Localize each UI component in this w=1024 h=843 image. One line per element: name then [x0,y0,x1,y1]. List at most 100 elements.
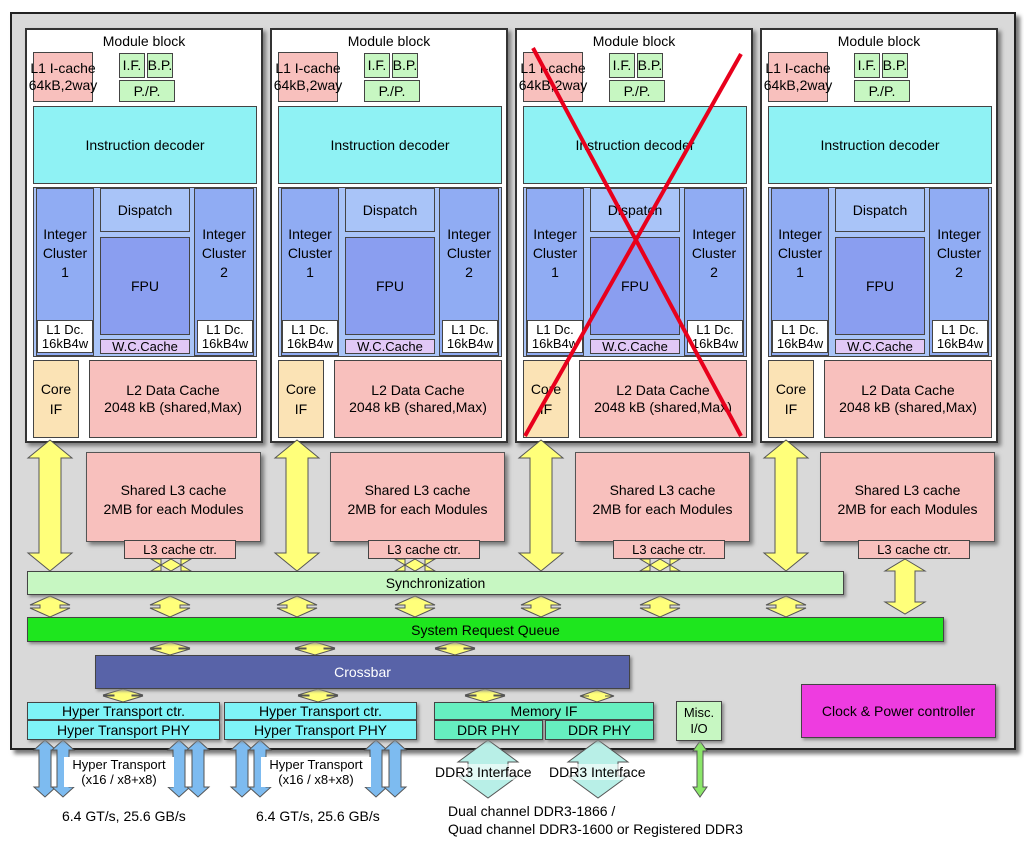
ht-link-2-width: (x16 / x8+x8) [278,772,354,787]
l3-cache-ctr-label: L3 cache ctr. [632,542,706,557]
ddr-phy-1: DDR PHY [434,720,543,740]
dispatch: Dispatch [100,188,190,232]
sync-srq-arrow-2 [149,595,191,618]
fpu: FPU [345,237,435,335]
memory-if-label: Memory IF [510,703,578,719]
wc-cache-text-1: W.C.Cache [357,339,423,354]
sync-srq-arrow-7 [765,595,807,618]
l2-data-cache-text-1: L2 Data Cache [371,382,465,398]
module-sync-arrow-1 [26,439,74,572]
wc-cache-text-1: W.C.Cache [602,339,668,354]
fpu: FPU [100,237,190,335]
l2-data-cache-text-1: L2 Data Cache [616,382,710,398]
ht-phy-2: Hyper Transport PHY [224,720,417,740]
module-title: Module block [347,33,431,49]
ddr3-interface-1: DDR3 Interface [435,764,532,780]
l1-dcache-2-text-1: L1 Dc. 16kB4w [201,321,249,351]
integer-cluster-2-label: Integer Cluster 2 [194,226,254,280]
ht-link-1-width: (x16 / x8+x8) [81,772,157,787]
ddr3-interface-2: DDR3 Interface [549,764,646,780]
synchronization-bar: Synchronization [27,571,844,595]
sync-srq-arrow-6 [639,595,681,618]
l1-dcache-1: L1 Dc. 16kB4w [37,320,93,353]
core-if-text: Core IF [775,381,807,417]
l1-dcache-2: L1 Dc. 16kB4w [932,320,988,353]
ht-speed-2: 6.4 GT/s, 25.6 GB/s [256,808,380,824]
ht-phy-1: Hyper Transport PHY [27,720,220,740]
crossbar-label: Crossbar [334,664,391,680]
ht-ctr-1: Hyper Transport ctr. [27,702,220,720]
fpu: FPU [835,237,925,335]
l1-icache-text-1: L1 I-cache [765,60,831,76]
predecode: P./P. [364,80,420,102]
ht-link-2-name: Hyper Transport [269,757,363,772]
ht2-link-arrow-1 [229,739,255,798]
l2-data-cache-text-2: 2048 kB (shared,Max) [349,399,487,415]
branch-prediction-text-1: B.P. [147,57,173,73]
integer-cluster-1-label: Integer Cluster 1 [771,226,829,280]
predecode: P./P. [854,80,910,102]
l3-cache-ctr-1: L3 cache ctr. [124,540,236,559]
module-title: Module block [837,33,921,49]
instruction-fetch: I.F. [854,53,880,78]
fpu-text-1: FPU [866,277,894,294]
l3-sync-arrow-2 [393,558,437,572]
ht-phy-2-label: Hyper Transport PHY [253,722,388,738]
l1-dcache-1-text-1: L1 Dc. 16kB4w [41,321,89,351]
l3-l3_size-text: 2MB for each Modules [103,501,244,517]
ht1-link-arrow-4 [185,739,211,798]
integer-cluster-2-label: Integer Cluster 2 [439,226,499,280]
l1-dcache-2: L1 Dc. 16kB4w [197,320,253,353]
integer-cluster-1-label: Integer Cluster 1 [526,226,584,280]
system-request-queue: System Request Queue [27,617,944,642]
instruction-decoder-text-1: Instruction decoder [330,136,450,153]
instruction-fetch-text-1: I.F. [857,57,877,73]
crossbar: Crossbar [95,655,630,689]
l1-icache-text-2: 64kB,2way [273,77,343,93]
ht-link-label-1: Hyper Transport (x16 / x8+x8) [64,757,174,787]
fpu-text-1: FPU [131,277,159,294]
l3-l3-text: Shared L3 cache [854,482,961,498]
disabled-cross-line-2 [523,53,743,437]
ht1-link-arrow-1 [32,739,58,798]
instruction-decoder-text-1: Instruction decoder [820,136,940,153]
sync-srq-arrow-5 [520,595,562,618]
l1-dcache-2: L1 Dc. 16kB4w [687,320,743,353]
misc-io: Misc. I/O [676,701,722,741]
l3-l3-text: Shared L3 cache [609,482,716,498]
l3-l3_size-text: 2MB for each Modules [837,501,978,517]
instruction-fetch: I.F. [364,53,390,78]
l3-cache-ctr-label: L3 cache ctr. [877,542,951,557]
instruction-decoder-text-1: Instruction decoder [575,136,695,153]
l3-l3_size-text: 2MB for each Modules [347,501,488,517]
predecode-text-1: P./P. [378,82,406,99]
predecode-text-1: P./P. [868,82,896,99]
l2-data-cache-text-1: L2 Data Cache [126,382,220,398]
l2-data-cache-text-2: 2048 kB (shared,Max) [594,399,732,415]
wc-cache-text-1: W.C.Cache [112,339,178,354]
l1-icache-text-2: 64kB,2way [763,77,833,93]
memory-note-2: Quad channel DDR3-1600 or Registered DDR… [448,821,743,837]
memory-phy-arrow [579,689,615,703]
instruction-fetch-text-1: I.F. [612,57,632,73]
branch-prediction: B.P. [637,53,663,78]
l1-dcache-1: L1 Dc. 16kB4w [772,320,828,353]
module-sync-arrow-4 [762,439,810,572]
fpu-text-1: FPU [376,277,404,294]
instruction-fetch: I.F. [609,53,635,78]
l3-cache-ctr-2: L3 cache ctr. [368,540,480,559]
shared-l3-cache-4: Shared L3 cache 2MB for each Modules [820,452,995,542]
synchronization-label: Synchronization [385,575,486,591]
ddr-phy-1-label: DDR PHY [456,722,520,738]
integer-cluster-2-label: Integer Cluster 2 [929,226,989,280]
srq-crossbar-arrow-1 [149,641,191,656]
predecode-text-1: P./P. [623,82,651,99]
l1-dcache-1-text-1: L1 Dc. 16kB4w [531,321,579,351]
wc-cache: W.C.Cache [345,339,435,354]
l1-icache-text-1: L1 I-cache [30,60,96,76]
